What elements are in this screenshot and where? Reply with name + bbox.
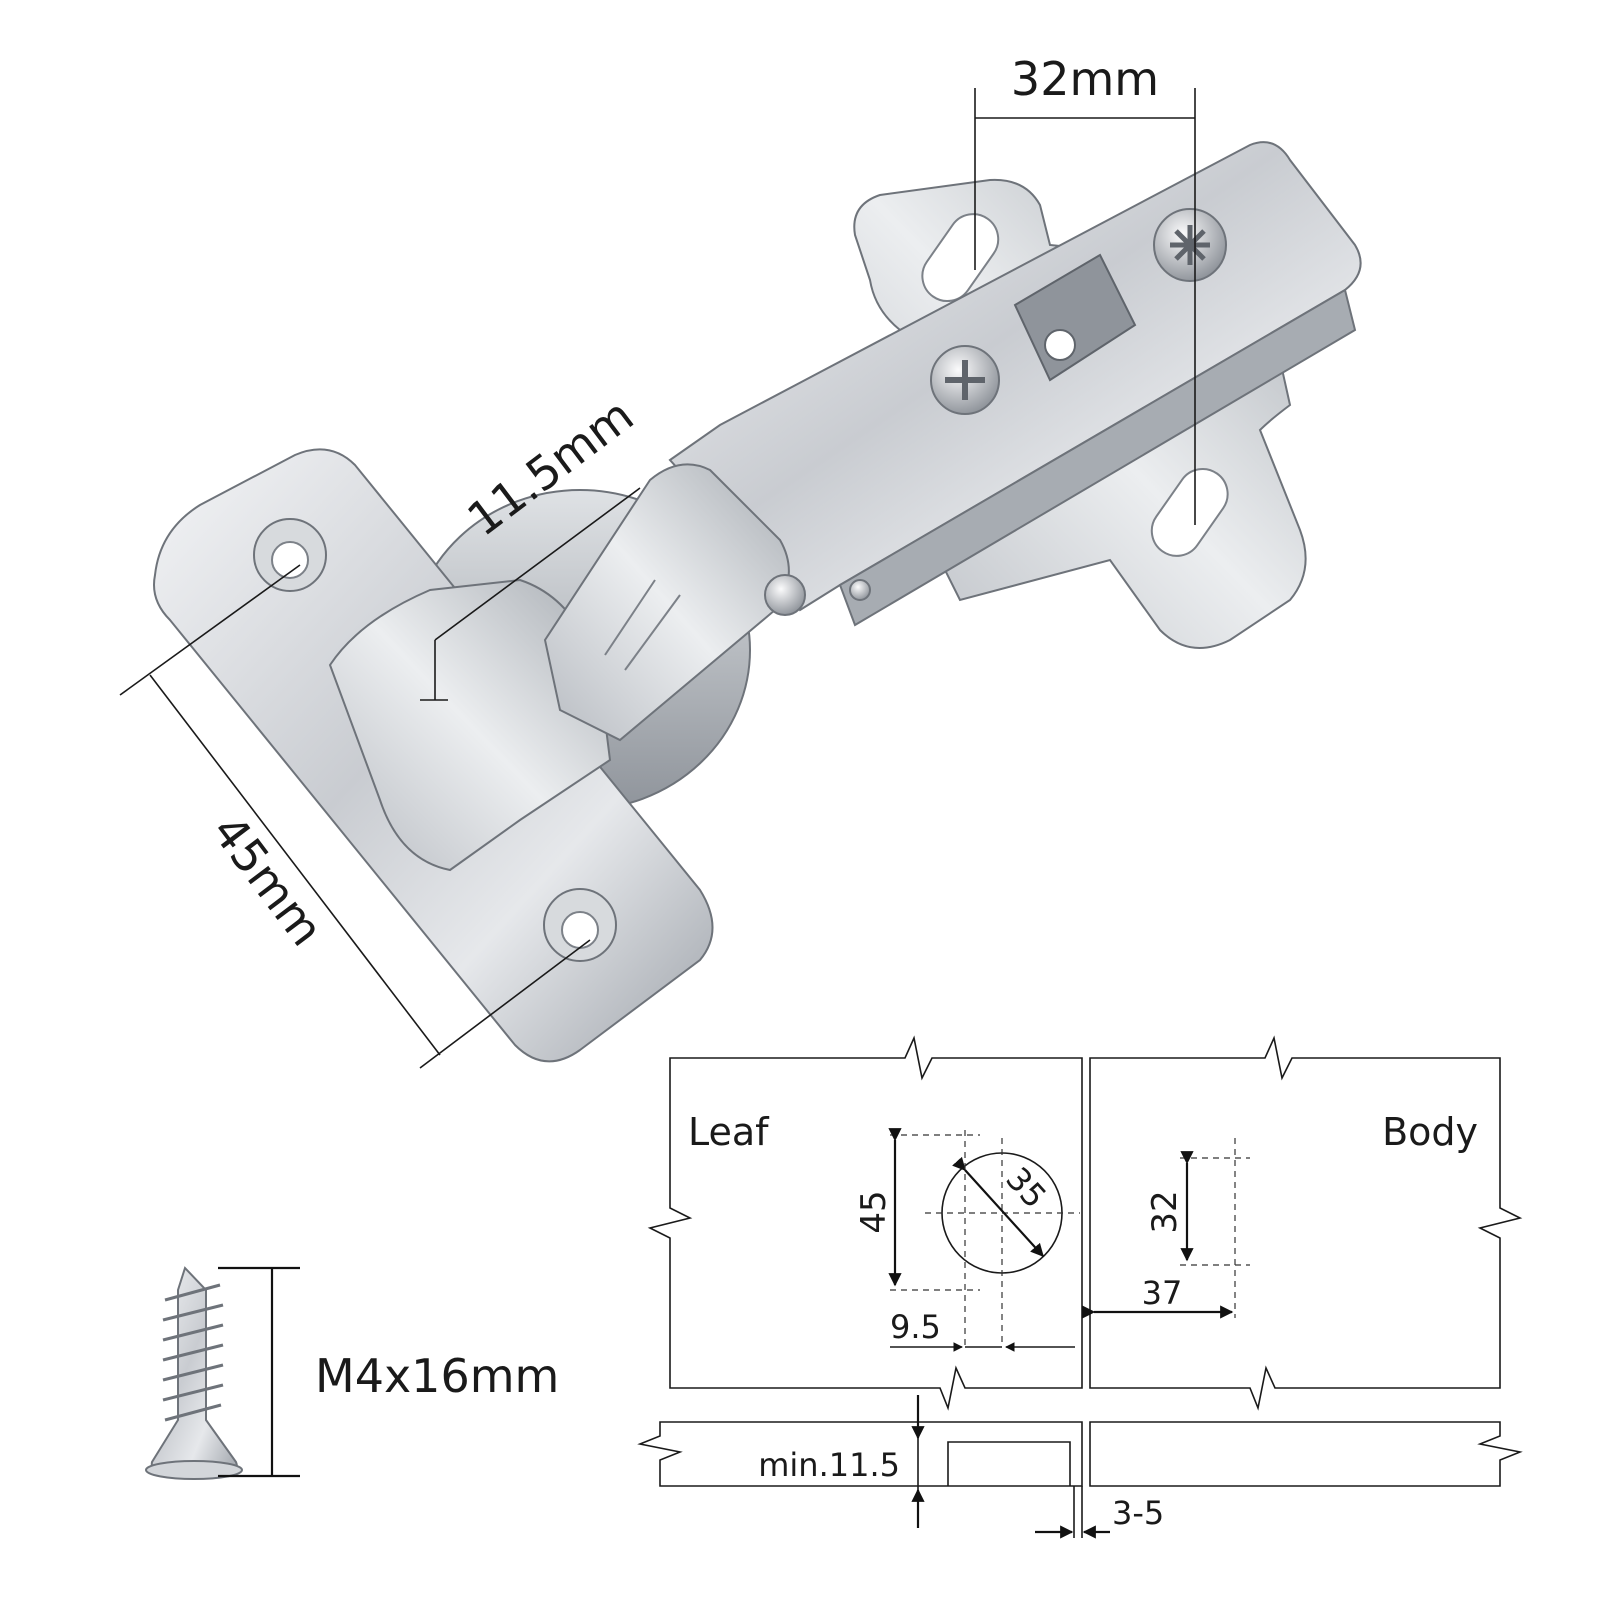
min-thickness-label: min.11.5: [758, 1446, 900, 1484]
gap-label: 3-5: [1112, 1494, 1164, 1532]
mounting-slot-top-icon: [921, 213, 1000, 303]
hinge-arm: [543, 141, 1362, 742]
mounting-slot-bottom-icon: [1150, 467, 1229, 557]
hinge-illustration: [153, 141, 1362, 1063]
hinge-door-plate: [153, 448, 714, 1063]
body-panel: [1089, 1035, 1523, 1411]
cup-diameter-label: 35: [998, 1160, 1053, 1216]
edge-offset-label: 9.5: [890, 1308, 941, 1346]
plate-hole-top-icon: [253, 518, 327, 592]
dimension-32mm: 32mm: [974, 52, 1196, 525]
leaf-label: Leaf: [688, 1110, 770, 1154]
leaf-section-strip: [637, 1421, 1083, 1487]
screw-icon: [145, 1266, 243, 1480]
label-45mm: 45mm: [202, 805, 334, 956]
leaf-hole-spacing-label: 45: [854, 1190, 894, 1233]
adjust-screw-right-icon: [1153, 208, 1227, 282]
label-32mm: 32mm: [1011, 52, 1159, 106]
install-diagram: Leaf Body 35 45 9.5 32 37: [637, 1035, 1523, 1539]
body-section-strip: [1089, 1421, 1523, 1487]
adjust-screw-left-icon: [930, 345, 1000, 415]
leaf-panel: [647, 1035, 1083, 1411]
body-label: Body: [1382, 1110, 1478, 1154]
screw-illustration: M4x16mm: [145, 1266, 559, 1480]
body-edge-offset-label: 37: [1142, 1274, 1183, 1312]
plate-hole-bottom-icon: [543, 888, 617, 962]
body-hole-spacing-label: 32: [1145, 1190, 1185, 1233]
screw-size-label: M4x16mm: [315, 1349, 559, 1403]
